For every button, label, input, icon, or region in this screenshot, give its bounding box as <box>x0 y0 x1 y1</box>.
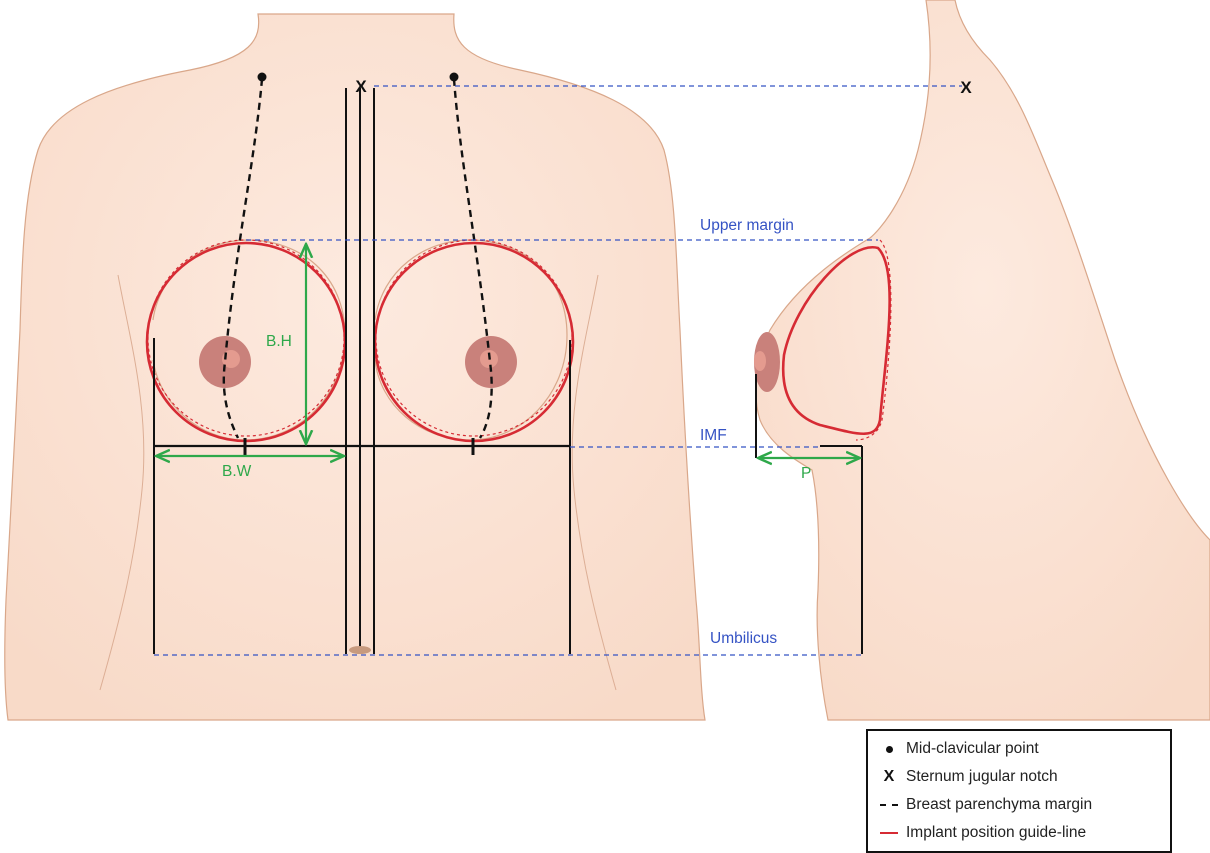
left-midclavicular-point <box>258 73 267 82</box>
side-torso <box>756 0 1210 720</box>
front-jugular-notch-marker: X <box>355 77 367 96</box>
legend-label: Mid-clavicular point <box>906 740 1039 758</box>
front-torso <box>5 14 705 720</box>
side-nipple <box>754 351 766 371</box>
upper-margin-label: Upper margin <box>700 217 794 234</box>
side-jugular-notch-marker: X <box>960 78 972 97</box>
red-line-icon <box>878 823 900 843</box>
breast-width-label: B.W <box>222 463 252 480</box>
dot-icon <box>878 739 900 759</box>
legend-item-jugular-notch: X Sternum jugular notch <box>878 767 1058 787</box>
legend-box: Mid-clavicular point X Sternum jugular n… <box>866 729 1172 853</box>
projection-label: P <box>801 465 811 482</box>
breast-height-label: B.H <box>266 333 292 350</box>
umbilicus-label: Umbilicus <box>710 630 777 647</box>
legend-item-implant-guide: Implant position guide-line <box>878 823 1086 843</box>
umbilicus-mark <box>349 646 371 654</box>
dashed-line-icon <box>878 795 900 815</box>
legend-item-parenchyma: Breast parenchyma margin <box>878 795 1092 815</box>
legend-label: Breast parenchyma margin <box>906 796 1092 814</box>
legend-item-midclavicular: Mid-clavicular point <box>878 739 1039 759</box>
x-mark-icon: X <box>878 767 900 787</box>
imf-label: IMF <box>700 427 727 444</box>
legend-label: Sternum jugular notch <box>906 768 1058 786</box>
legend-label: Implant position guide-line <box>906 824 1086 842</box>
right-midclavicular-point <box>450 73 459 82</box>
